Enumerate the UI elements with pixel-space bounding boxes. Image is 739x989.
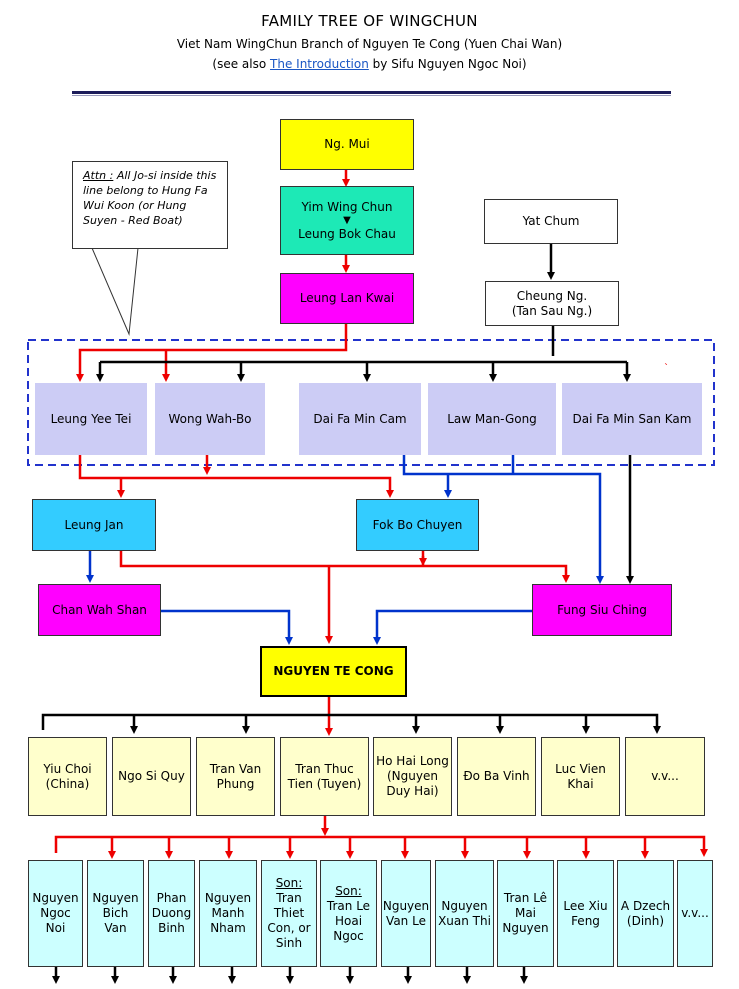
node-wong-wah-bo[interactable]: Wong Wah-Bo xyxy=(155,383,265,455)
node-ng-mui[interactable]: Ng. Mui xyxy=(280,119,414,170)
grand-student-box[interactable]: Nguyen Xuan Thi xyxy=(435,860,494,967)
student-box[interactable]: Luc Vien Khai xyxy=(541,737,620,816)
grand-student-name: Nguyen Ngoc Noi xyxy=(32,891,79,935)
node-label: Dai Fa Min Cam xyxy=(313,411,407,426)
student-box[interactable]: Tran Thuc Tien (Tuyen) xyxy=(280,737,369,816)
blue-connectors xyxy=(86,455,604,645)
node-label: Fok Bo Chuyen xyxy=(372,517,463,532)
grand-student-prefix: Son: xyxy=(335,883,362,898)
student-name: Đo Ba Vinh xyxy=(463,769,530,783)
student-box[interactable]: Yiu Choi (China) xyxy=(28,737,107,816)
grand-student-name: Tran Le Hoai Ngoc xyxy=(326,898,371,943)
node-leung-yee-tei[interactable]: Leung Yee Tei xyxy=(35,383,147,455)
grand-student-name: Phan Duong Binh xyxy=(151,891,192,935)
grand-student-name: Nguyen Bich Van xyxy=(92,891,139,935)
header-divider-shadow xyxy=(72,95,671,96)
see-also-prefix: (see also xyxy=(212,57,271,71)
page-title: FAMILY TREE OF WINGCHUN xyxy=(261,12,478,30)
node-label: Ng. Mui xyxy=(324,137,370,151)
grand-student-name: Tran Thiet Con, or Sinh xyxy=(267,891,311,950)
node-label: Cheung Ng. xyxy=(516,288,588,303)
see-also-line: (see also The Introduction by Sifu Nguye… xyxy=(0,57,739,71)
node-label: Fung Siu Ching xyxy=(557,602,647,617)
node-label-alt: (Tan Sau Ng.) xyxy=(511,303,593,318)
grand-student-name: Nguyen Xuan Thi xyxy=(438,898,491,928)
grand-student-name: v.v... xyxy=(681,906,709,920)
callout-tail xyxy=(91,247,139,336)
student-name: Tran Van Phung xyxy=(209,761,262,791)
grand-student-box[interactable]: Tran Lê Mai Nguyen xyxy=(497,860,554,967)
node-yat-chum[interactable]: Yat Chum xyxy=(484,199,618,244)
node-label-leung-bok: Leung Bok Chau xyxy=(298,226,396,241)
student-name: v.v... xyxy=(651,769,679,783)
node-dai-fa-min-san-kam[interactable]: Dai Fa Min San Kam xyxy=(562,383,702,455)
grand-student-box[interactable]: Phan Duong Binh xyxy=(148,860,195,967)
grand-student-box[interactable]: Nguyen Manh Nham xyxy=(199,860,257,967)
node-leung-jan[interactable]: Leung Jan xyxy=(32,499,156,551)
node-label: Leung Jan xyxy=(64,517,124,532)
grand-student-name: Lee Xiu Feng xyxy=(563,898,608,928)
student-name: Tran Thuc Tien (Tuyen) xyxy=(287,761,362,791)
node-chan-wah-shan[interactable]: Chan Wah Shan xyxy=(38,584,161,636)
grand-student-name: A Dzech (Dinh) xyxy=(620,898,671,928)
node-label: Leung Yee Tei xyxy=(50,411,132,426)
red-connectors xyxy=(54,170,708,859)
student-box[interactable]: Ngo Si Quy xyxy=(112,737,191,816)
grand-student-box[interactable]: Nguyen Van Le xyxy=(381,860,431,967)
introduction-link[interactable]: The Introduction xyxy=(270,57,369,71)
student-name: Ngo Si Quy xyxy=(118,769,185,783)
node-label: Law Man-Gong xyxy=(447,411,537,426)
node-label: NGUYEN TE CONG xyxy=(273,664,394,678)
node-yim-wing-chun[interactable]: Yim Wing Chun ▼ Leung Bok Chau xyxy=(280,186,414,255)
red-boat-boundary xyxy=(27,339,715,466)
student-name: Ho Hai Long (Nguyen Duy Hai) xyxy=(376,754,449,798)
node-label: Yat Chum xyxy=(522,214,580,228)
grand-student-box[interactable]: A Dzech (Dinh) xyxy=(617,860,674,967)
node-cheung-ng[interactable]: Cheung Ng. (Tan Sau Ng.) xyxy=(485,281,619,326)
attn-label: Attn : xyxy=(83,169,114,182)
grand-student-box[interactable]: Son:Tran Le Hoai Ngoc xyxy=(320,860,377,967)
grand-student-name: Nguyen Manh Nham xyxy=(204,891,252,935)
node-fok-bo-chuyen[interactable]: Fok Bo Chuyen xyxy=(356,499,479,551)
grand-student-box[interactable]: v.v... xyxy=(677,860,713,967)
node-law-man-gong[interactable]: Law Man-Gong xyxy=(428,383,556,455)
header-divider xyxy=(72,91,671,94)
node-label: Leung Lan Kwai xyxy=(299,291,395,305)
attn-note: Attn : All Jo-si inside this line belong… xyxy=(72,161,228,249)
student-box[interactable]: Ho Hai Long (Nguyen Duy Hai) xyxy=(373,737,452,816)
student-box[interactable]: Đo Ba Vinh xyxy=(457,737,536,816)
see-also-suffix: by Sifu Nguyen Ngoc Noi) xyxy=(368,57,527,71)
student-box[interactable]: v.v... xyxy=(625,737,705,816)
node-dai-fa-min-cam[interactable]: Dai Fa Min Cam xyxy=(299,383,421,455)
black-connectors xyxy=(41,244,661,984)
node-leung-lan-kwai[interactable]: Leung Lan Kwai xyxy=(280,273,414,324)
grand-student-box[interactable]: Nguyen Ngoc Noi xyxy=(28,860,83,967)
node-label: Wong Wah-Bo xyxy=(168,411,252,426)
student-box[interactable]: Tran Van Phung xyxy=(196,737,275,816)
student-name: Yiu Choi (China) xyxy=(43,761,92,791)
down-arrow-icon: ▼ xyxy=(343,214,351,226)
page-subtitle: Viet Nam WingChun Branch of Nguyen Te Co… xyxy=(176,37,563,51)
student-name: Luc Vien Khai xyxy=(555,761,606,791)
stray-mark: ` xyxy=(664,362,669,374)
grand-student-box[interactable]: Nguyen Bich Van xyxy=(87,860,144,967)
grand-student-prefix: Son: xyxy=(275,876,303,890)
node-label: Chan Wah Shan xyxy=(52,602,147,617)
attn-text: All Jo-si inside this line belong to Hun… xyxy=(83,169,217,227)
grand-student-box[interactable]: Son:Tran Thiet Con, or Sinh xyxy=(261,860,317,967)
grand-student-box[interactable]: Lee Xiu Feng xyxy=(557,860,614,967)
node-label-yim: Yim Wing Chun xyxy=(301,199,393,214)
node-nguyen-te-cong[interactable]: NGUYEN TE CONG xyxy=(260,646,407,697)
node-fung-siu-ching[interactable]: Fung Siu Ching xyxy=(532,584,672,636)
grand-student-name: Nguyen Van Le xyxy=(382,898,430,928)
node-label: Dai Fa Min San Kam xyxy=(572,411,692,426)
grand-student-name: Tran Lê Mai Nguyen xyxy=(502,891,549,935)
